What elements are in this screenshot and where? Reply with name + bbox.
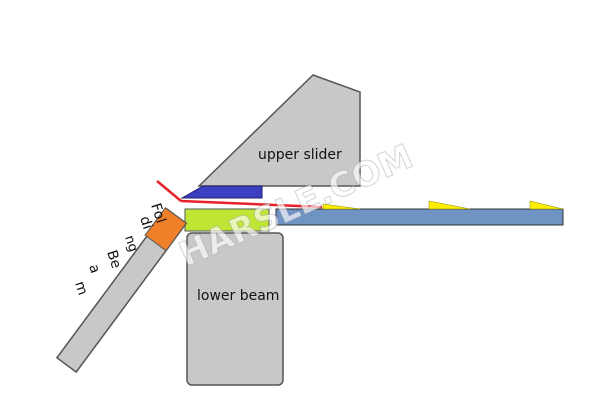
marker-1	[322, 203, 361, 210]
upper-slider-label: upper slider	[258, 147, 342, 163]
folding-beam-label-fol: Fol	[147, 201, 168, 225]
bend-line-horizontal	[180, 199, 323, 209]
folding-beam-label-be: Be	[103, 248, 124, 270]
sheet-metal	[275, 208, 564, 226]
marker-2	[428, 200, 471, 210]
lower-beam-label: lower beam	[197, 288, 279, 304]
folding-beam-label-a: a	[85, 262, 103, 275]
folding-beam-label-ng: ng	[121, 234, 140, 254]
upper-slider	[197, 74, 361, 187]
marker-3	[529, 200, 564, 210]
bend-line-angled	[156, 180, 182, 202]
folding-beam-label-m: m	[71, 279, 90, 297]
clamp-blade	[180, 185, 263, 199]
lower-clamp-block	[184, 208, 270, 232]
folding-beam-tip	[144, 207, 187, 252]
lower-beam	[186, 232, 284, 386]
folding-beam-label-di: di	[136, 214, 155, 231]
